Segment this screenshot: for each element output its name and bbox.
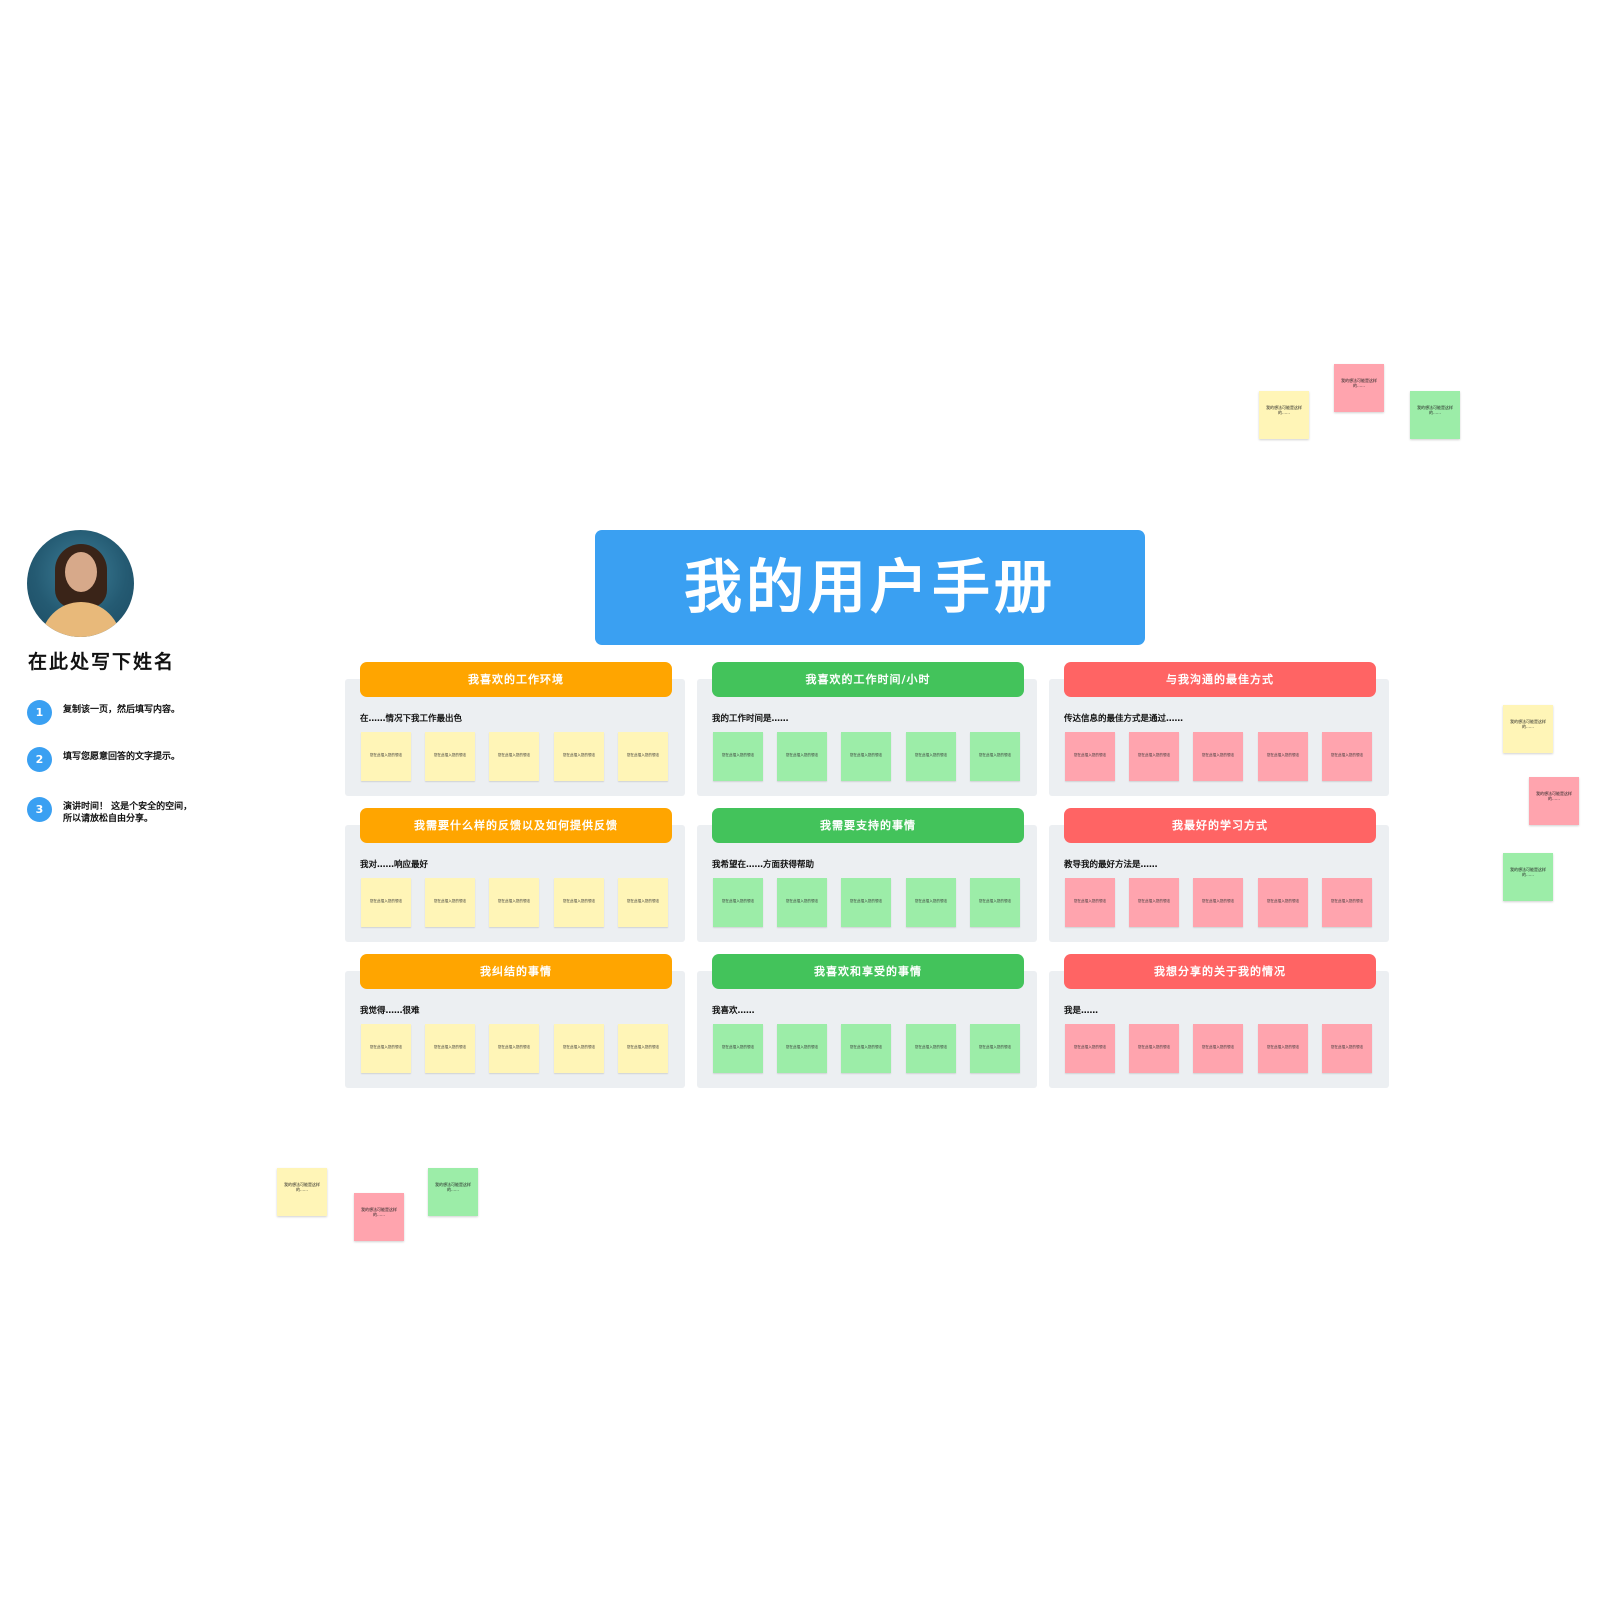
sticky-note[interactable]: 您在此插入您的想法: [489, 878, 539, 927]
section-header[interactable]: 与我沟通的最佳方式: [1064, 662, 1376, 697]
sticky-note[interactable]: 您在此插入您的想法: [777, 1024, 827, 1073]
sticky-note[interactable]: 您在此插入您的想法: [618, 878, 668, 927]
step-text[interactable]: 复制该一页，然后填写内容。: [63, 705, 181, 715]
section-prompt[interactable]: 我对……响应最好: [360, 860, 429, 870]
section-prompt[interactable]: 我希望在……方面获得帮助: [712, 860, 815, 870]
section-prompt[interactable]: 我是……: [1064, 1006, 1099, 1016]
sticky-note[interactable]: 您在此插入您的想法: [361, 1024, 411, 1073]
sticky-note[interactable]: 您在此插入您的想法: [361, 878, 411, 927]
sticky-note[interactable]: 您在此插入您的想法: [841, 732, 891, 781]
sticky-note[interactable]: 您在此插入您的想法: [618, 1024, 668, 1073]
sticky-note[interactable]: 您在此插入您的想法: [970, 878, 1020, 927]
free-sticky-note[interactable]: 我的想法可能是这样的……: [354, 1193, 404, 1241]
sticky-note[interactable]: 您在此插入您的想法: [1129, 732, 1179, 781]
section-header[interactable]: 我纠结的事情: [360, 954, 672, 989]
step-text[interactable]: 演讲时间！ 这是个安全的空间，所以请放松自由分享。: [63, 802, 193, 824]
free-sticky-note[interactable]: 我的想法可能是这样的……: [1334, 364, 1384, 412]
section-header[interactable]: 我喜欢的工作时间/小时: [712, 662, 1024, 697]
section-header[interactable]: 我喜欢的工作环境: [360, 662, 672, 697]
sticky-note[interactable]: 您在此插入您的想法: [1065, 732, 1115, 781]
sticky-note[interactable]: 您在此插入您的想法: [425, 878, 475, 927]
section-prompt[interactable]: 传达信息的最佳方式是通过……: [1064, 714, 1184, 724]
name-label[interactable]: 在此处写下姓名: [28, 651, 176, 673]
sticky-note[interactable]: 您在此插入您的想法: [970, 1024, 1020, 1073]
step-number-badge: 1: [27, 700, 52, 725]
free-sticky-note[interactable]: 我的想法可能是这样的……: [428, 1168, 478, 1216]
avatar-body: [41, 602, 121, 637]
sticky-note[interactable]: 您在此插入您的想法: [777, 732, 827, 781]
avatar[interactable]: [27, 530, 134, 637]
section-header[interactable]: 我最好的学习方式: [1064, 808, 1376, 843]
page-title[interactable]: 我的用户手册: [595, 530, 1145, 645]
avatar-face: [65, 552, 97, 592]
section-prompt[interactable]: 我觉得……很难: [360, 1006, 420, 1016]
sticky-note[interactable]: 您在此插入您的想法: [713, 878, 763, 927]
step-text[interactable]: 填写您愿意回答的文字提示。: [63, 752, 181, 762]
sticky-note[interactable]: 您在此插入您的想法: [1129, 1024, 1179, 1073]
sticky-note[interactable]: 您在此插入您的想法: [1258, 878, 1308, 927]
free-sticky-note[interactable]: 我的想法可能是这样的……: [1503, 853, 1553, 901]
sticky-note[interactable]: 您在此插入您的想法: [1065, 878, 1115, 927]
sticky-note[interactable]: 您在此插入您的想法: [1193, 732, 1243, 781]
section-prompt[interactable]: 在……情况下我工作最出色: [360, 714, 463, 724]
sticky-note[interactable]: 您在此插入您的想法: [906, 732, 956, 781]
sticky-note[interactable]: 您在此插入您的想法: [361, 732, 411, 781]
sticky-note[interactable]: 您在此插入您的想法: [1258, 1024, 1308, 1073]
free-sticky-note[interactable]: 我的想法可能是这样的……: [1410, 391, 1460, 439]
section-panel: 我最好的学习方式教导我的最好方法是……您在此插入您的想法您在此插入您的想法您在此…: [1049, 808, 1389, 942]
sticky-note[interactable]: 您在此插入您的想法: [554, 1024, 604, 1073]
section-header[interactable]: 我想分享的关于我的情况: [1064, 954, 1376, 989]
sticky-note[interactable]: 您在此插入您的想法: [906, 1024, 956, 1073]
free-sticky-note[interactable]: 我的想法可能是这样的……: [1259, 391, 1309, 439]
sticky-note[interactable]: 您在此插入您的想法: [841, 878, 891, 927]
sticky-note[interactable]: 您在此插入您的想法: [906, 878, 956, 927]
sticky-note[interactable]: 您在此插入您的想法: [1322, 732, 1372, 781]
free-sticky-note[interactable]: 我的想法可能是这样的……: [1529, 777, 1579, 825]
sticky-note[interactable]: 您在此插入您的想法: [425, 1024, 475, 1073]
free-sticky-note[interactable]: 我的想法可能是这样的……: [277, 1168, 327, 1216]
section-panel: 我喜欢的工作时间/小时我的工作时间是……您在此插入您的想法您在此插入您的想法您在…: [697, 662, 1037, 796]
section-panel: 我需要什么样的反馈以及如何提供反馈我对……响应最好您在此插入您的想法您在此插入您…: [345, 808, 685, 942]
section-header[interactable]: 我需要支持的事情: [712, 808, 1024, 843]
sticky-note[interactable]: 您在此插入您的想法: [1065, 1024, 1115, 1073]
sticky-note[interactable]: 您在此插入您的想法: [618, 732, 668, 781]
sticky-note[interactable]: 您在此插入您的想法: [1322, 1024, 1372, 1073]
sticky-note[interactable]: 您在此插入您的想法: [554, 732, 604, 781]
section-prompt[interactable]: 我喜欢……: [712, 1006, 755, 1016]
sticky-note[interactable]: 您在此插入您的想法: [1258, 732, 1308, 781]
sticky-note[interactable]: 您在此插入您的想法: [425, 732, 475, 781]
section-panel: 我喜欢的工作环境在……情况下我工作最出色您在此插入您的想法您在此插入您的想法您在…: [345, 662, 685, 796]
section-panel: 我喜欢和享受的事情我喜欢……您在此插入您的想法您在此插入您的想法您在此插入您的想…: [697, 954, 1037, 1088]
step-number-badge: 3: [27, 797, 52, 822]
section-header[interactable]: 我喜欢和享受的事情: [712, 954, 1024, 989]
step-number-badge: 2: [27, 747, 52, 772]
section-panel: 我需要支持的事情我希望在……方面获得帮助您在此插入您的想法您在此插入您的想法您在…: [697, 808, 1037, 942]
section-header[interactable]: 我需要什么样的反馈以及如何提供反馈: [360, 808, 672, 843]
sticky-note[interactable]: 您在此插入您的想法: [1193, 878, 1243, 927]
section-prompt[interactable]: 我的工作时间是……: [712, 714, 789, 724]
section-panel: 我纠结的事情我觉得……很难您在此插入您的想法您在此插入您的想法您在此插入您的想法…: [345, 954, 685, 1088]
section-panel: 与我沟通的最佳方式传达信息的最佳方式是通过……您在此插入您的想法您在此插入您的想…: [1049, 662, 1389, 796]
sticky-note[interactable]: 您在此插入您的想法: [489, 1024, 539, 1073]
sticky-note[interactable]: 您在此插入您的想法: [1129, 878, 1179, 927]
section-prompt[interactable]: 教导我的最好方法是……: [1064, 860, 1158, 870]
sticky-note[interactable]: 您在此插入您的想法: [713, 732, 763, 781]
sticky-note[interactable]: 您在此插入您的想法: [489, 732, 539, 781]
sticky-note[interactable]: 您在此插入您的想法: [1322, 878, 1372, 927]
section-panel: 我想分享的关于我的情况我是……您在此插入您的想法您在此插入您的想法您在此插入您的…: [1049, 954, 1389, 1088]
sticky-note[interactable]: 您在此插入您的想法: [554, 878, 604, 927]
sticky-note[interactable]: 您在此插入您的想法: [713, 1024, 763, 1073]
sticky-note[interactable]: 您在此插入您的想法: [777, 878, 827, 927]
free-sticky-note[interactable]: 我的想法可能是这样的……: [1503, 705, 1553, 753]
sticky-note[interactable]: 您在此插入您的想法: [1193, 1024, 1243, 1073]
sticky-note[interactable]: 您在此插入您的想法: [970, 732, 1020, 781]
sticky-note[interactable]: 您在此插入您的想法: [841, 1024, 891, 1073]
